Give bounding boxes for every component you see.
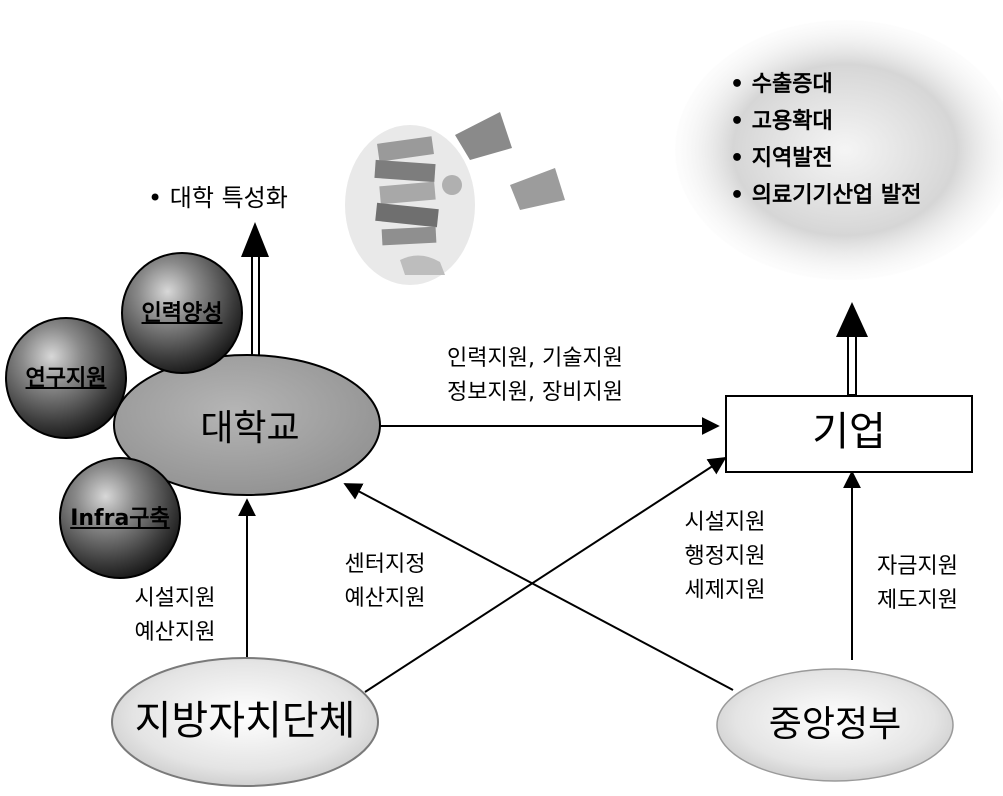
sphere-research xyxy=(5,317,127,439)
edge-label-line: 제도지원 xyxy=(877,588,958,613)
edge-label-line: 정보지원, 장비지원 xyxy=(447,380,623,405)
edge-central-company-label: 자금지원 제도지원 xyxy=(855,550,980,618)
sphere-training xyxy=(121,252,243,374)
books-clipart-icon xyxy=(345,112,565,285)
up-arrow-outcomes xyxy=(836,302,868,396)
outcome-item: 지역발전 xyxy=(730,140,921,177)
edge-local-company-label: 시설지원 행정지원 세제지원 xyxy=(660,506,790,608)
edge-univ-company-label: 인력지원, 기술지원 정보지원, 장비지원 xyxy=(400,342,670,410)
company-node xyxy=(725,395,973,473)
central-gov-node xyxy=(716,668,954,782)
edge-central-to-univ xyxy=(343,483,734,691)
local-gov-label: 지방자치단체 xyxy=(134,698,356,744)
edge-label-line: 센터지정 xyxy=(344,552,426,577)
edge-label-line: 자금지원 xyxy=(877,554,958,579)
edge-central-univ-label: 센터지정 예산지원 xyxy=(320,548,450,616)
edge-label-line: 시설지원 xyxy=(684,510,766,535)
university-label: 대학교 xyxy=(200,408,300,449)
outcome-item: 의료기기산업 발전 xyxy=(730,177,922,214)
central-gov-label: 중앙정부 xyxy=(768,704,902,745)
edge-label-line: 예산지원 xyxy=(134,620,216,645)
local-gov-node xyxy=(111,657,379,787)
outcome-item: 수출증대 xyxy=(730,66,921,103)
edge-label-line: 시설지원 xyxy=(134,586,216,611)
up-arrow-specialization xyxy=(241,222,269,361)
outcome-item: 고용확대 xyxy=(730,103,921,140)
outcome-list: 수출증대 고용확대 지역발전 의료기기산업 발전 xyxy=(730,66,922,214)
sphere-infra-label: Infra구축 xyxy=(70,506,170,531)
university-node xyxy=(113,354,381,496)
sphere-infra xyxy=(59,457,181,579)
sphere-training-label: 인력양성 xyxy=(141,301,223,326)
specialization-label: • 대학 특성화 xyxy=(148,184,288,212)
edge-local-to-company xyxy=(364,457,727,693)
edge-local-univ-label: 시설지원 예산지원 xyxy=(110,582,240,650)
edge-label-line: 예산지원 xyxy=(344,586,426,611)
sphere-research-label: 연구지원 xyxy=(25,366,107,391)
edge-label-line: 인력지원, 기술지원 xyxy=(447,346,623,371)
company-label: 기업 xyxy=(812,409,886,455)
edge-label-line: 행정지원 xyxy=(684,544,766,569)
edge-label-line: 세제지원 xyxy=(684,578,766,603)
